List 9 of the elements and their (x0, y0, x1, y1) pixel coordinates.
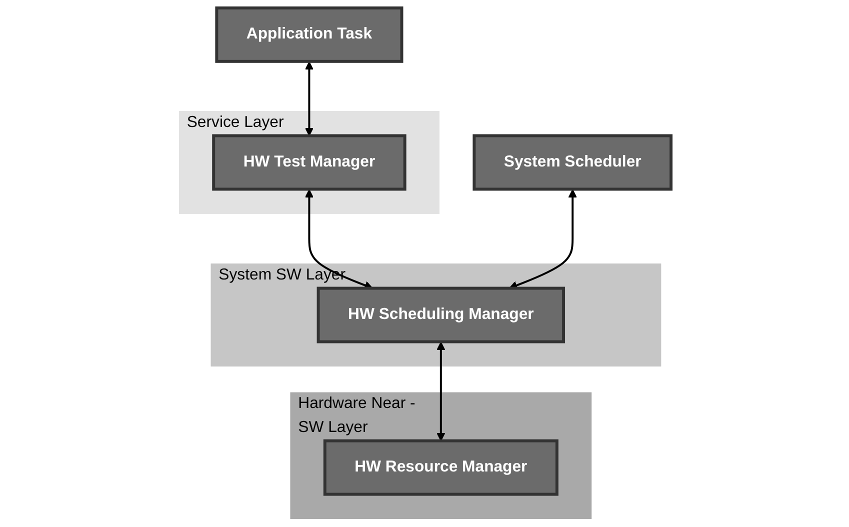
node-box: Application Task (214, 6, 403, 63)
node-box: System Scheduler (472, 134, 672, 191)
arrow (508, 189, 576, 290)
node-box: HW Scheduling Manager (316, 286, 565, 344)
arrow (304, 61, 314, 136)
arrow (436, 342, 445, 442)
node-box: HW Resource Manager (322, 439, 558, 496)
node-box: HW Test Manager (212, 134, 406, 191)
arrow (304, 189, 372, 290)
